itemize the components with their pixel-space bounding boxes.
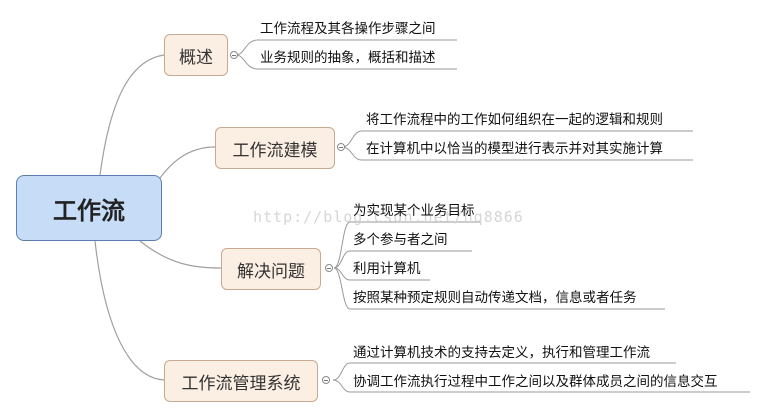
- leaf-connector: [235, 39, 457, 56]
- leaf-label: 按照某种预定规则自动传递文档，信息或者任务: [353, 290, 637, 306]
- leaf-connector: [333, 250, 472, 269]
- leaf-label: 通过计算机技术的支持去定义，执行和管理工作流: [353, 345, 650, 361]
- leaf-label: 工作流程及其各操作步骤之间: [260, 21, 436, 37]
- branch-node-overview[interactable]: 概述: [164, 34, 228, 76]
- root-branch-connector: [139, 240, 222, 269]
- leaf-label: 利用计算机: [353, 261, 421, 277]
- leaf-connector: [333, 267, 665, 310]
- root-node[interactable]: 工作流: [16, 175, 162, 241]
- leaf-label: 协调工作流执行过程中工作之间以及群体成员之间的信息交互: [353, 374, 718, 390]
- root-branch-connector: [94, 240, 165, 381]
- branch-label: 工作流建模: [232, 140, 318, 161]
- leaf-connector: [333, 267, 430, 281]
- leaf-label: 业务规则的抽象，概括和描述: [260, 50, 436, 66]
- leaf-connector: [332, 362, 676, 381]
- branch-node-problem-solving[interactable]: 解决问题: [221, 248, 321, 290]
- branch-label: 工作流管理系统: [181, 373, 301, 394]
- collapse-icon[interactable]: [322, 376, 330, 384]
- collapse-icon[interactable]: [230, 51, 238, 59]
- watermark: http://blog.csdn.net/hq8866: [253, 208, 524, 226]
- leaf-label: 在计算机中以恰当的模型进行表示并对其实施计算: [366, 141, 663, 157]
- branch-label: 解决问题: [237, 261, 305, 282]
- leaf-connector: [235, 54, 457, 70]
- leaf-label: 多个参与者之间: [353, 232, 448, 248]
- branch-node-modeling[interactable]: 工作流建模: [215, 127, 335, 169]
- root-label: 工作流: [53, 196, 125, 225]
- branch-node-management-system[interactable]: 工作流管理系统: [164, 360, 318, 402]
- leaf-label: 将工作流程中的工作如何组织在一起的逻辑和规则: [366, 112, 663, 128]
- collapse-icon[interactable]: [325, 264, 333, 272]
- collapse-icon[interactable]: [337, 143, 345, 151]
- branch-label: 概述: [179, 47, 213, 68]
- leaf-connector: [333, 221, 480, 269]
- root-branch-connector: [99, 54, 165, 176]
- leaf-connector: [332, 379, 750, 393]
- leaf-label: 为实现某个业务目标: [353, 203, 475, 219]
